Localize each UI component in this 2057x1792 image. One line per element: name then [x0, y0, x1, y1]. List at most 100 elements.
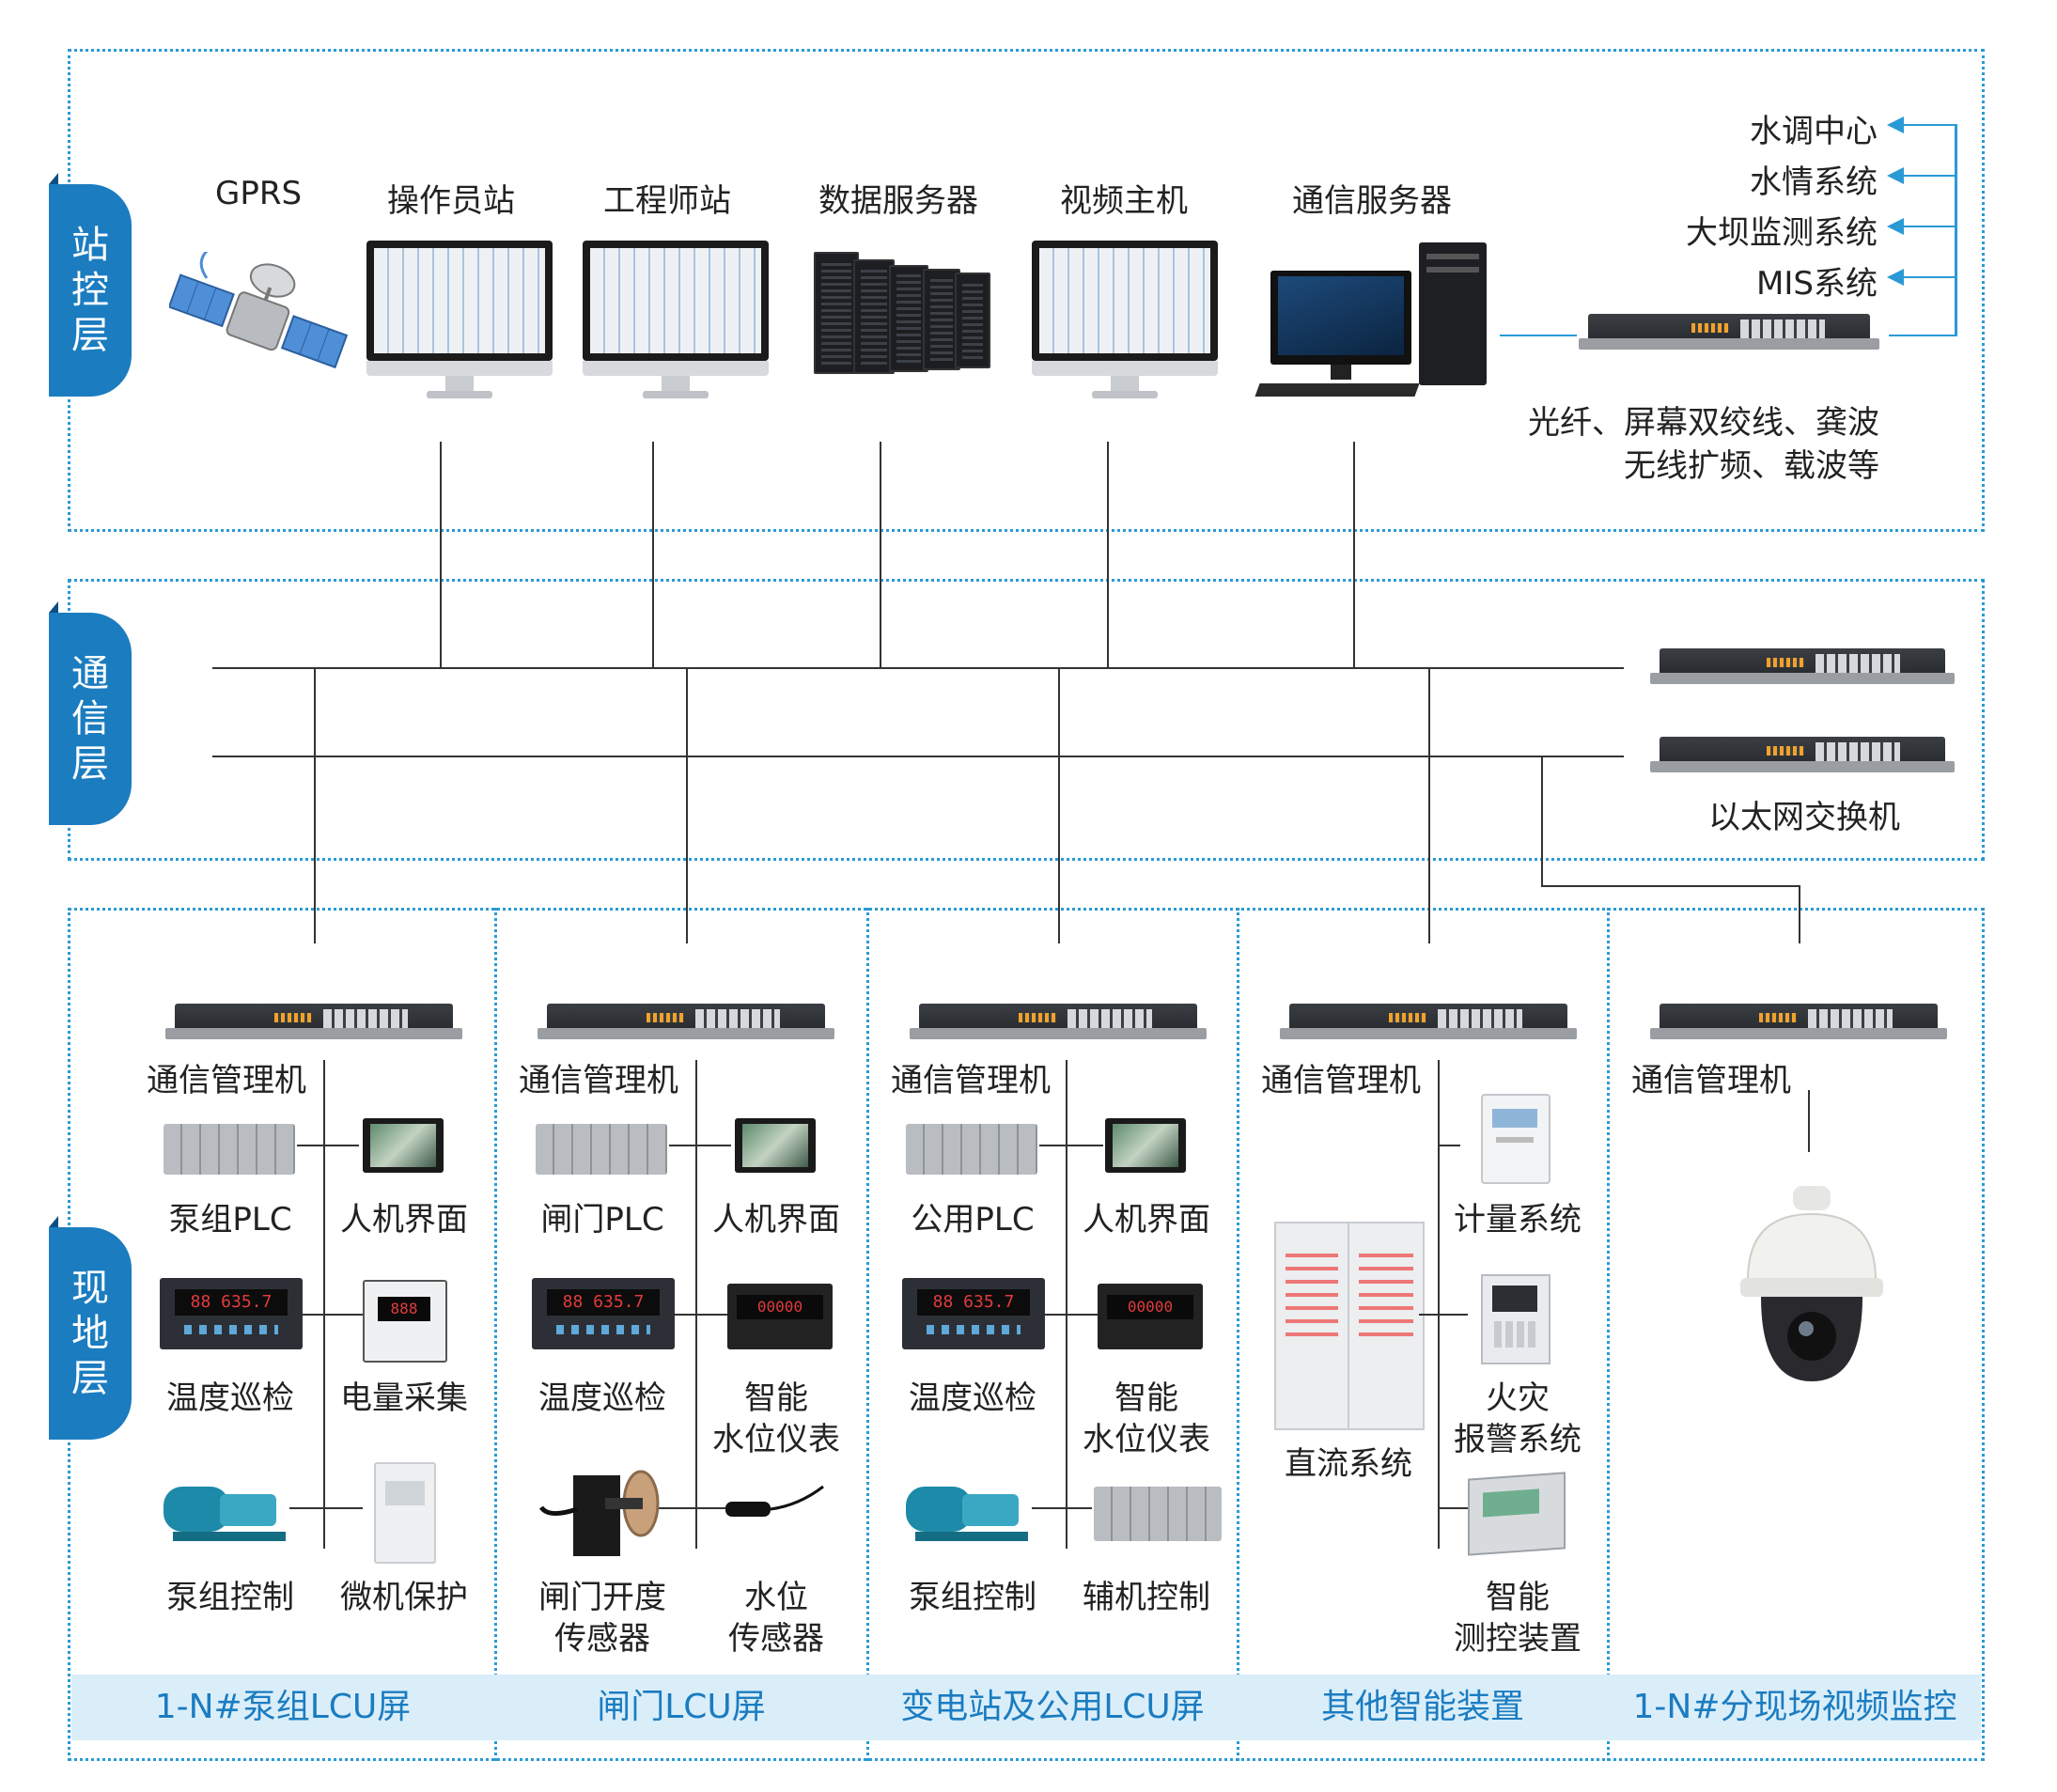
col3-item-label-3: 温度巡检	[909, 1379, 1036, 1417]
col1-trunk	[323, 1060, 325, 1549]
col4-item-label-4b: 测控装置	[1454, 1620, 1582, 1658]
col2-item-label-2: 人机界面	[712, 1201, 840, 1239]
drop-line-col2	[686, 667, 688, 943]
data-server-icon	[814, 252, 992, 374]
dc-cabinet-icon	[1274, 1222, 1349, 1430]
field-divider-4	[1607, 908, 1610, 1761]
col1-title: 1-N#泵组LCU屏	[154, 1688, 412, 1726]
water-level-meter-icon: 00000	[1098, 1284, 1203, 1349]
device-label-commserver: 通信服务器	[1292, 182, 1452, 220]
col2-branch-2r	[697, 1314, 731, 1316]
col1-branch-1l	[297, 1145, 323, 1146]
pump-icon	[906, 1477, 1028, 1541]
external-system-mis: MIS系统	[1756, 265, 1878, 303]
col3-title: 变电站及公用LCU屏	[900, 1688, 1205, 1726]
col1-branch-2r	[325, 1314, 363, 1316]
temperature-meter-icon: 88 635.7	[160, 1278, 303, 1349]
field-divider-1	[494, 908, 497, 1761]
col4-title: 其他智能装置	[1320, 1688, 1524, 1726]
col1-item-label-4: 电量采集	[340, 1379, 468, 1417]
device-label-dataserver: 数据服务器	[818, 182, 978, 220]
col3-item-label-6: 辅机控制	[1083, 1579, 1210, 1616]
communication-server-icon	[1254, 242, 1492, 402]
col3-branch-1l	[1039, 1145, 1066, 1146]
col1-branch-3l	[289, 1507, 323, 1509]
ethernet-bus-a	[212, 667, 1624, 669]
arrow-left-icon	[1887, 117, 1904, 133]
field-layer-label: 现地层	[71, 1267, 109, 1400]
col2-branch-3r	[697, 1507, 731, 1509]
col3-branch-2r	[1067, 1314, 1103, 1316]
pump-icon	[164, 1477, 286, 1541]
col4-item-label-1: 计量系统	[1454, 1201, 1582, 1239]
drop-line-engineer	[652, 442, 654, 667]
plc-icon	[536, 1124, 667, 1175]
col2-item-label-1: 闸门PLC	[540, 1201, 664, 1239]
external-link-line	[1889, 335, 1956, 336]
col2-branch-3l	[658, 1507, 695, 1509]
engineer-station-icon	[583, 241, 769, 400]
drop-line-operator	[440, 442, 442, 667]
device-label-gprs: GPRS	[214, 175, 303, 212]
col3-branch-2l	[1045, 1314, 1066, 1316]
plc-icon	[164, 1124, 295, 1175]
col3-item-label-5: 泵组控制	[909, 1579, 1036, 1616]
col4-item-label-3a: 火灾	[1486, 1379, 1550, 1417]
col4-item-label-3b: 报警系统	[1454, 1421, 1582, 1458]
drop-line-dataserver	[880, 442, 881, 667]
col1-item-label-6: 微机保护	[340, 1579, 468, 1616]
col5-manager-switch-icon	[1650, 1004, 1947, 1039]
transmission-media-line2: 无线扩频、载波等	[1624, 447, 1879, 485]
col3-item-label-2: 人机界面	[1083, 1201, 1210, 1239]
col3-item-label-1: 公用PLC	[911, 1201, 1035, 1239]
external-system-dam-monitor: 大坝监测系统	[1686, 214, 1878, 252]
col2-branch-2l	[675, 1314, 695, 1316]
col3-trunk	[1066, 1060, 1067, 1549]
col4-trunk	[1438, 1060, 1440, 1549]
external-trunk-line	[1955, 124, 1957, 336]
external-system-hydrology: 水情系统	[1750, 164, 1878, 201]
ethernet-bus-b	[212, 756, 1624, 757]
hmi-panel-icon	[363, 1118, 444, 1173]
col4-branch-2l	[1419, 1314, 1438, 1316]
drop-line-col5-v2	[1799, 885, 1800, 943]
col1-manager-label: 通信管理机	[147, 1062, 306, 1099]
bottom-band	[71, 1675, 1981, 1740]
col2-item-label-4b: 水位仪表	[712, 1421, 840, 1458]
drop-line-col5-h	[1541, 885, 1800, 887]
col3-branch-1r	[1067, 1145, 1103, 1146]
device-label-engineer: 工程师站	[603, 182, 731, 220]
drop-line-video	[1107, 442, 1109, 667]
field-layer-tab: 现地层	[49, 1216, 132, 1440]
transmission-media-line1: 光纤、屏幕双绞线、龚波	[1528, 404, 1879, 442]
field-divider-3	[1237, 908, 1239, 1761]
temperature-meter-icon: 88 635.7	[532, 1278, 675, 1349]
plc-icon	[1094, 1487, 1222, 1541]
col5-manager-label: 通信管理机	[1631, 1062, 1791, 1099]
small-meter-readout: 00000	[1107, 1295, 1193, 1319]
col4-manager-label: 通信管理机	[1261, 1062, 1421, 1099]
col1-branch-2l	[303, 1314, 323, 1316]
smart-control-device-icon	[1468, 1472, 1566, 1556]
col3-branch-3r	[1067, 1507, 1092, 1509]
col2-item-label-5a: 闸门开度	[538, 1579, 666, 1616]
temperature-meter-icon: 88 635.7	[902, 1278, 1045, 1349]
meter-readout: 88 635.7	[547, 1289, 660, 1316]
col2-trunk	[695, 1060, 697, 1549]
meter-readout: 88 635.7	[917, 1289, 1030, 1316]
hmi-panel-icon	[1105, 1118, 1186, 1173]
drop-line-col3	[1058, 667, 1060, 943]
col5-title: 1-N#分现场视频监控	[1632, 1688, 1957, 1726]
external-system-water-dispatch: 水调中心	[1750, 113, 1878, 150]
video-host-icon	[1032, 241, 1218, 400]
col2-title: 闸门LCU屏	[597, 1688, 766, 1726]
col3-manager-label: 通信管理机	[891, 1062, 1051, 1099]
field-divider-2	[866, 908, 869, 1761]
arrow-left-icon	[1887, 167, 1904, 184]
fire-alarm-icon	[1481, 1274, 1551, 1364]
col4-item-label-4a: 智能	[1486, 1579, 1550, 1616]
col1-item-label-3: 温度巡检	[166, 1379, 294, 1417]
drop-line-col4	[1428, 667, 1430, 943]
station-layer-tab: 站控层	[49, 173, 132, 397]
protection-relay-icon	[374, 1462, 436, 1564]
